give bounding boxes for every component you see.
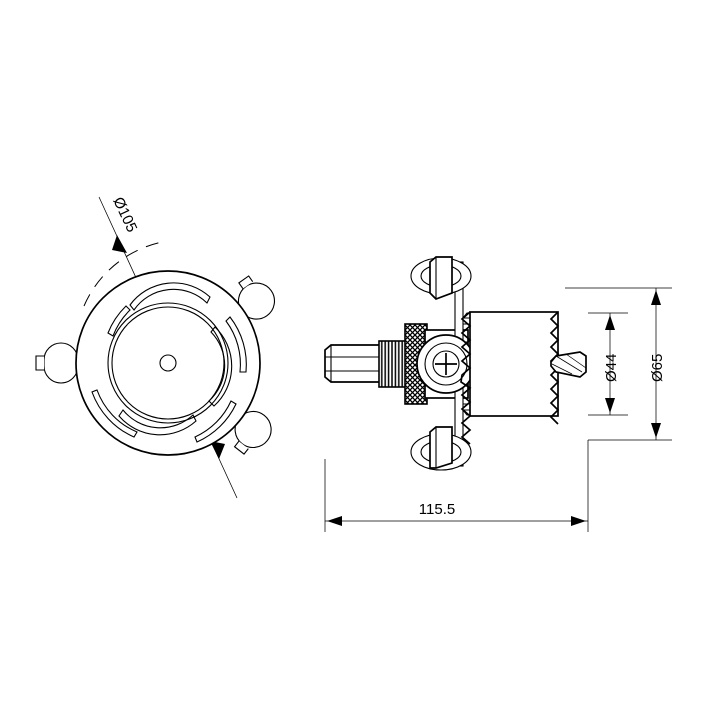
curved-slot-6 (91, 389, 138, 438)
arrowhead-length-left (327, 516, 342, 526)
thumb-screw-top-post (429, 256, 453, 300)
curved-slot-2 (208, 326, 233, 407)
arrowhead-d105-top (112, 235, 127, 253)
dimension-diameter-saw: Ø65 (565, 287, 672, 441)
arrowhead-d44-top (605, 315, 615, 330)
saw-cup (469, 311, 559, 417)
arrowhead-d65-top (651, 290, 661, 305)
arrowhead-d65-bottom (651, 423, 661, 438)
arrowhead-length-right (571, 516, 586, 526)
phillips-screw-inner (432, 350, 460, 378)
curved-slot-4 (107, 305, 131, 337)
dimension-diameter-inner: Ø44 (588, 312, 628, 416)
curved-slot-1 (129, 282, 211, 311)
front-view: Ø105 (35, 195, 276, 499)
dimension-length-overall: 115.5 (324, 440, 589, 532)
curved-slot-5 (225, 316, 247, 373)
phillips-screw-ring (424, 342, 468, 386)
flange-ring-inner (111, 306, 225, 420)
saw-teeth-left (460, 311, 472, 445)
dimension-label-d44: Ø44 (603, 354, 620, 382)
arrowhead-d105-bottom (210, 441, 225, 459)
saw-cup-body (469, 311, 559, 417)
center-hub (159, 354, 177, 372)
curved-slot-7 (194, 400, 237, 443)
thumb-screw-bottom-post (429, 426, 453, 469)
hex-shank (324, 344, 384, 383)
arrowhead-d44-bottom (605, 398, 615, 413)
dimension-label-d65: Ø65 (649, 354, 666, 382)
thumb-wing-left (43, 342, 79, 384)
dimension-label-length: 115.5 (419, 501, 455, 518)
phillips-cross-icon (435, 353, 457, 375)
curved-slot-group (91, 282, 247, 443)
thumb-screw-top (410, 256, 503, 325)
reference-arc (83, 241, 163, 307)
thumb-screw-bottom (410, 403, 503, 471)
flange-ring-outer (107, 302, 229, 424)
pilot-drill-flutes (551, 353, 587, 375)
curved-slot-3 (118, 409, 197, 436)
pilot-drill-bit (550, 351, 587, 378)
phillips-screw (416, 334, 476, 394)
side-view (324, 256, 587, 471)
